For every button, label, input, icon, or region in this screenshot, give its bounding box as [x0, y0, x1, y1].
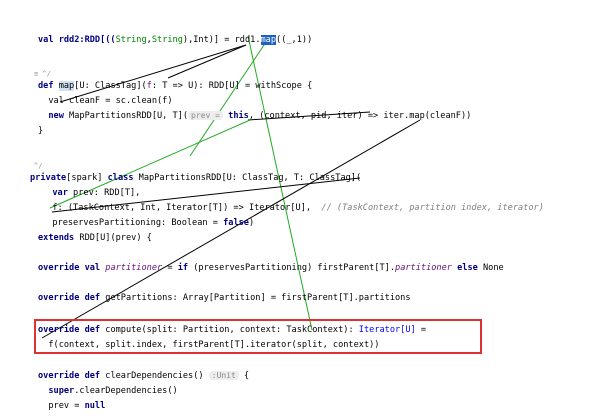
code-line-1: val rdd2:RDD[((String,String),Int)] = rd…	[38, 35, 313, 45]
code-line-clearDeps: override def clearDependencies() :Unit {	[38, 371, 250, 381]
code-line-new-rdd: new MapPartitionsRDD[U, T](prev = this, …	[38, 111, 472, 121]
green-arrow-map-to-def	[189, 35, 271, 157]
code-line-super: super.clearDependencies()	[38, 386, 178, 396]
code-line-class-decl: private[spark] class MapPartitionsRDD[U:…	[30, 173, 362, 183]
type-hint-unit: :Unit	[208, 371, 239, 380]
map-call-highlight: map	[260, 35, 277, 45]
param-hint-prev: prev =	[188, 111, 223, 120]
code-line-getPartitions: override def getPartitions: Array[Partit…	[38, 293, 411, 303]
code-line-prev-null: prev = null	[38, 401, 106, 411]
code-line-close-brace: }	[38, 126, 44, 136]
code-line-prev: var prev: RDD[T],	[42, 188, 141, 198]
code-line-compute-body: f(context, split.index, firstParent[T].i…	[38, 340, 380, 350]
black-arrow-to-compute	[41, 119, 421, 339]
black-arrow-cleanF	[59, 44, 247, 103]
code-line-f-param: f: (TaskContext, Int, Iterator[T]) => It…	[42, 203, 544, 213]
code-line-preserves: preservesPartitioning: Boolean = false)	[42, 218, 255, 228]
gutter-marker-1: ≡ ^/	[34, 70, 51, 78]
code-line-compute: override def compute(split: Partition, c…	[38, 325, 427, 335]
black-arrow-f	[167, 44, 247, 79]
code-line-map-def: def map[U: ClassTag](f: T => U): RDD[U] …	[38, 81, 313, 91]
code-line-partitioner: override val partitioner = if (preserves…	[38, 263, 504, 273]
code-line-extends: extends RDD[U](prev) {	[38, 233, 152, 243]
compute-highlight-box	[34, 319, 482, 354]
gutter-marker-2: ^/	[34, 162, 43, 170]
code-line-cleanF: val cleanF = sc.clean(f)	[38, 96, 173, 106]
